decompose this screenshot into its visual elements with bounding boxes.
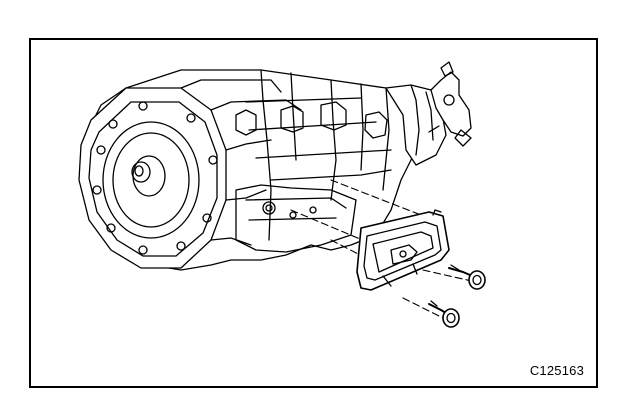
cover-bolt-upper xyxy=(448,264,486,290)
cover-bolt-lower xyxy=(428,300,460,328)
housing-bolts xyxy=(92,101,218,255)
bell-housing xyxy=(78,87,227,269)
input-shaft xyxy=(131,161,151,183)
torque-converter xyxy=(102,121,200,239)
figure-frame: C125163 xyxy=(29,38,598,388)
valve-body-cover xyxy=(356,209,450,291)
figure-code: C125163 xyxy=(529,363,584,378)
transmission-illustration xyxy=(78,61,486,328)
extension-housing xyxy=(385,84,447,166)
drain-plug xyxy=(262,201,276,215)
transmission-assembly xyxy=(78,61,472,271)
